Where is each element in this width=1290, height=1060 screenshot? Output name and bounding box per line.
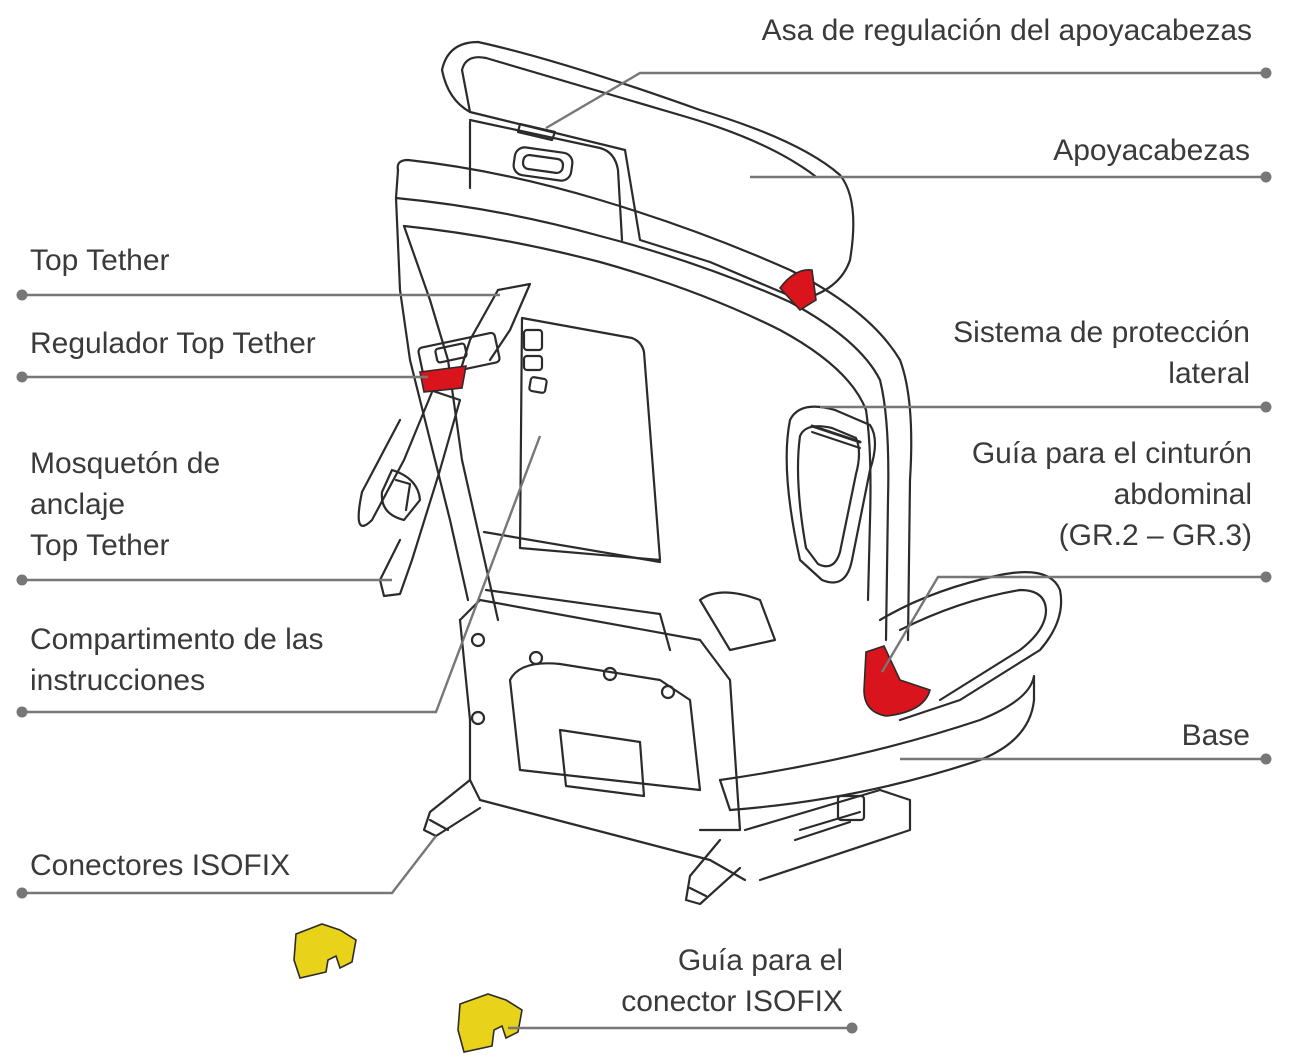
label-headrest-handle: Asa de regulación del apoyacabezas bbox=[761, 14, 1252, 47]
backrest-shape bbox=[394, 158, 913, 642]
back-panel-shape bbox=[482, 316, 777, 652]
base-shape bbox=[458, 598, 912, 882]
belt-guide-window-shape bbox=[785, 405, 877, 584]
label-tether-hook: Mosquetón de anclaje Top Tether bbox=[30, 447, 221, 562]
label-side-protection: Sistema de protección lateral bbox=[953, 316, 1250, 390]
isofix-guide-2 bbox=[457, 993, 523, 1053]
label-isofix-connectors: Conectores ISOFIX bbox=[30, 849, 291, 882]
tether-adjuster-red bbox=[419, 365, 467, 393]
red-accents bbox=[419, 269, 931, 717]
headrest-red-tab bbox=[778, 269, 817, 312]
label-lap-belt-guide: Guía para el cinturón abdominal (GR.2 – … bbox=[971, 437, 1252, 552]
isofix-guide-1 bbox=[293, 923, 357, 979]
isofix-connector-shapes bbox=[422, 778, 742, 906]
label-isofix-guide: Guía para el conector ISOFIX bbox=[621, 944, 843, 1018]
leader-lines bbox=[22, 71, 1266, 1030]
label-instructions-compartment: Compartimento de las instrucciones bbox=[30, 623, 324, 697]
label-headrest: Apoyacabezas bbox=[1053, 134, 1250, 167]
leader-headrest-handle bbox=[545, 71, 1266, 130]
isofix-guide-shapes bbox=[293, 923, 523, 1053]
label-base: Base bbox=[1181, 719, 1250, 752]
leader-instructions bbox=[22, 435, 542, 714]
belt-guide-red bbox=[863, 645, 931, 717]
leader-isofix-connectors bbox=[22, 835, 437, 895]
leader-endpoints bbox=[16, 67, 1272, 1034]
seat-cushion-shape bbox=[718, 571, 1063, 812]
label-top-tether: Top Tether bbox=[30, 244, 170, 277]
top-tether-strap-shape bbox=[357, 282, 532, 598]
leader-lap-belt-guide bbox=[880, 575, 1266, 673]
headrest-shape bbox=[440, 40, 855, 302]
label-top-tether-adjuster: Regulador Top Tether bbox=[30, 327, 316, 360]
